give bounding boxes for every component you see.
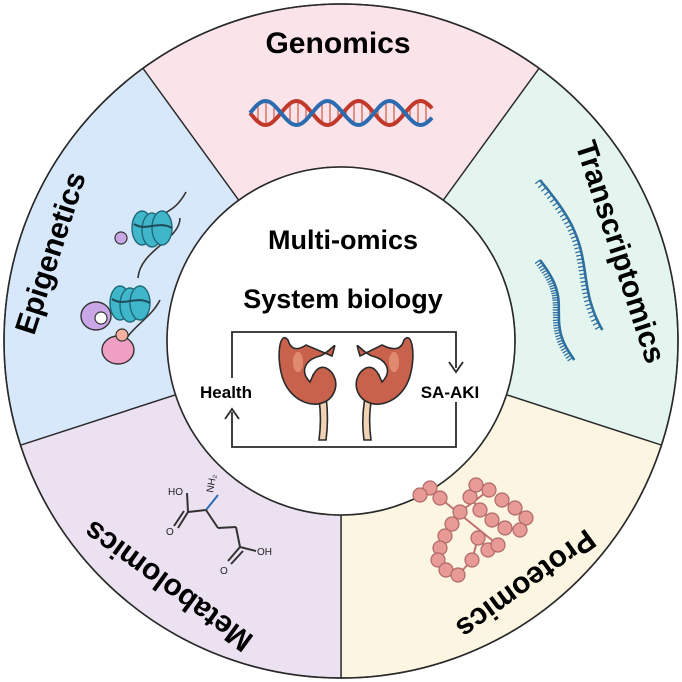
dna-double-helix-icon xyxy=(248,98,434,128)
protein-chain-icon xyxy=(412,477,534,583)
kidneys-icon xyxy=(278,337,414,441)
label-genomics: Genomics xyxy=(265,27,410,60)
kidney-left xyxy=(278,337,337,405)
cycle-label-sa-aki: SA-AKI xyxy=(421,383,480,402)
kidney-right-highlight xyxy=(389,352,399,372)
chem-label-o1: O xyxy=(166,527,174,538)
nucleosome-icon xyxy=(80,191,187,365)
chem-label-oh: OH xyxy=(257,547,272,558)
cycle-arrows xyxy=(224,331,464,448)
ring xyxy=(3,3,679,679)
center-title-system-biology: System biology xyxy=(243,284,443,314)
center-title-multi-omics: Multi-omics xyxy=(268,225,418,255)
glutamic-acid-molecule-icon xyxy=(173,492,257,565)
chem-label-nh2: NH₂ xyxy=(205,473,219,493)
cycle-label-health: Health xyxy=(200,383,252,402)
kidney-left-highlight xyxy=(293,352,303,372)
kidney-right xyxy=(355,337,414,405)
chem-label-o2: O xyxy=(220,566,228,577)
rna-strands-icon xyxy=(534,179,604,362)
chem-label-ho: HO xyxy=(168,487,183,498)
center-circle xyxy=(166,166,516,516)
outer-border xyxy=(3,3,679,679)
